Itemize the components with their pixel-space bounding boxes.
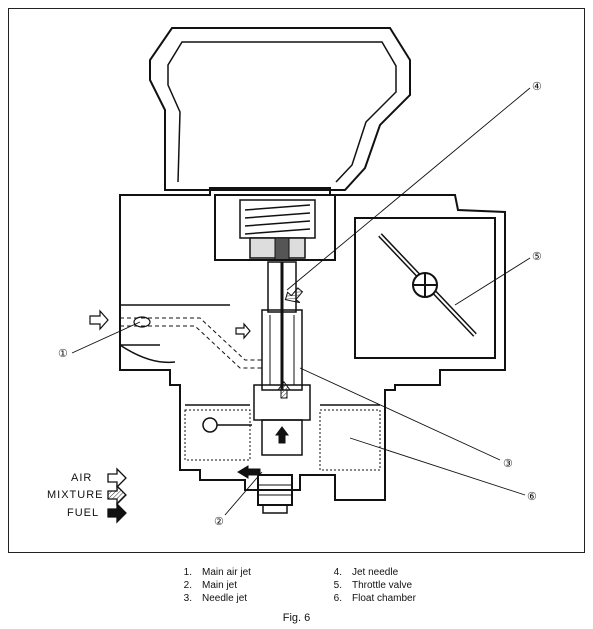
fuel-arrow	[275, 426, 289, 444]
figure-caption: Fig. 6	[282, 612, 311, 624]
callout-3: ③	[503, 458, 513, 470]
solid-arrow-icon	[107, 502, 127, 524]
carburetor-body	[119, 187, 506, 501]
air-arrow	[89, 309, 109, 331]
mixture-arrow	[277, 381, 291, 399]
air-arrow	[235, 322, 251, 340]
spring	[244, 204, 311, 235]
part-item: 3.Needle jet	[183, 593, 248, 604]
air-filter-housing	[149, 27, 411, 191]
part-item: 5.Throttle valve	[333, 580, 413, 591]
legend-air-label: AIR	[71, 472, 93, 484]
part-item: 6.Float chamber	[333, 593, 416, 604]
part-item: 4.Jet needle	[333, 567, 399, 578]
fuel-arrow	[237, 465, 261, 479]
part-item: 2.Main jet	[183, 580, 238, 591]
part-item: 1.Main air jet	[183, 567, 251, 578]
callout-4: ④	[532, 81, 542, 93]
figure-frame	[8, 8, 585, 553]
air-passage	[120, 317, 262, 369]
callout-6: ⑥	[527, 491, 537, 503]
throttle-bore	[354, 217, 496, 359]
hatched-arrow-icon	[107, 484, 127, 506]
mixture-arrow	[284, 287, 304, 304]
callout-2: ②	[214, 516, 224, 528]
hollow-arrow-icon	[107, 467, 127, 489]
legend-fuel-label: FUEL	[67, 507, 100, 519]
callout-1: ①	[58, 348, 68, 360]
callout-5: ⑤	[532, 251, 542, 263]
legend-mixture-label: MIXTURE	[47, 489, 104, 501]
